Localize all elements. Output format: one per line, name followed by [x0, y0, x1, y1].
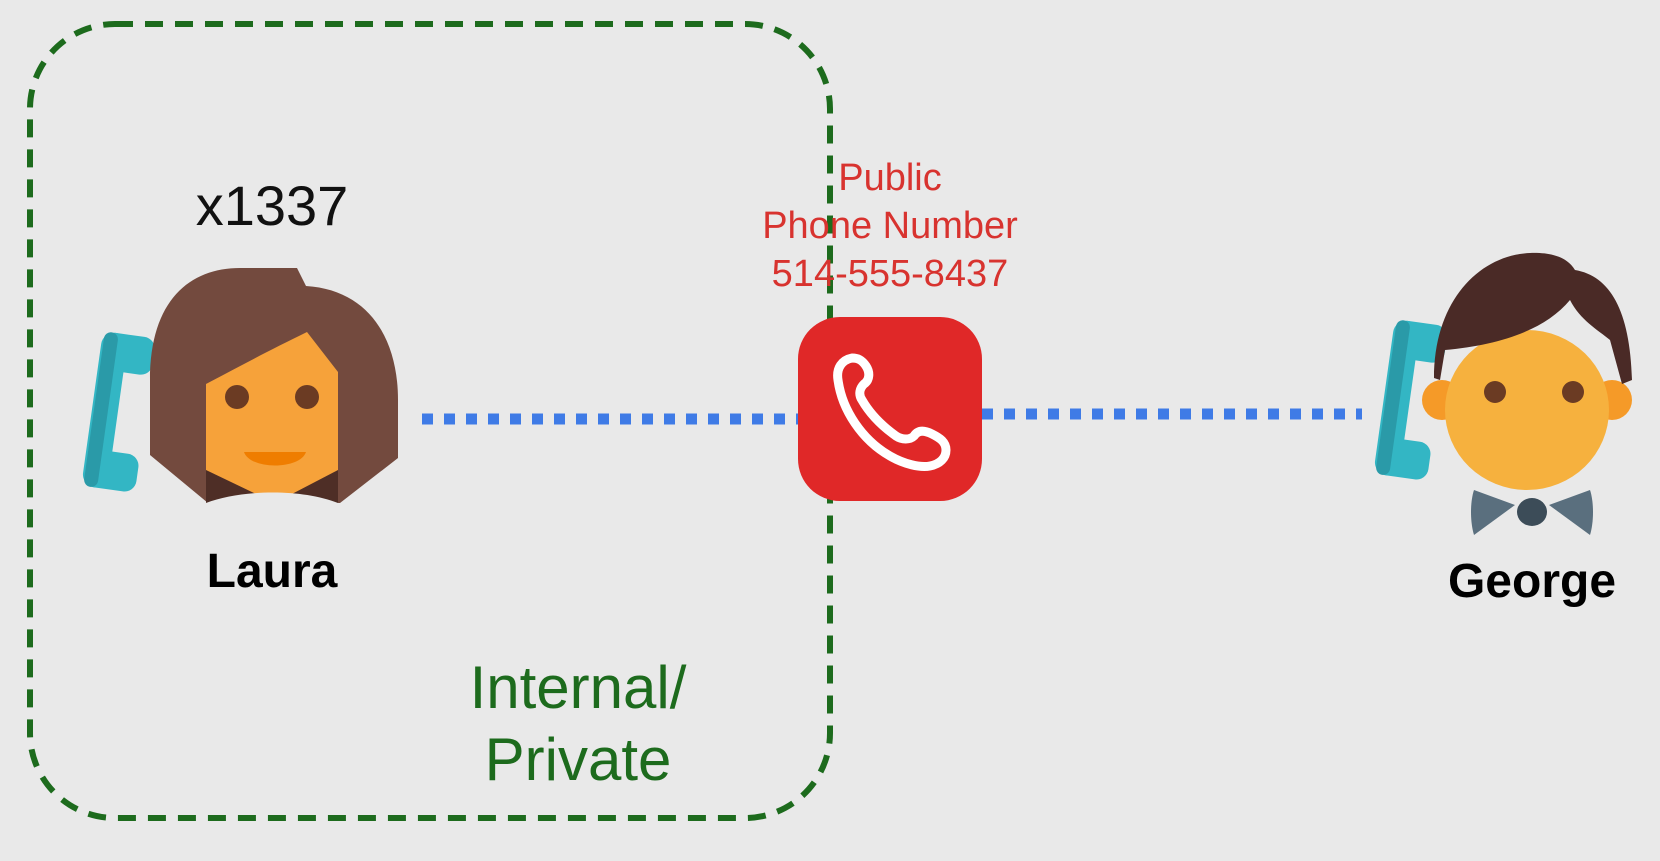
- public-number-line1: Public: [838, 157, 942, 199]
- private-zone-border: [27, 21, 833, 821]
- private-zone-label-line2: Private: [485, 726, 672, 793]
- public-number-value: 514-555-8437: [772, 253, 1009, 295]
- woman-avatar-icon: [150, 268, 398, 503]
- man-bowtie-avatar-icon: [1422, 252, 1632, 535]
- george-handset-icon: [1374, 320, 1447, 480]
- george-name: George: [1448, 555, 1616, 608]
- laura-extension: x1337: [196, 174, 349, 237]
- private-zone-label-line1: Internal/: [470, 654, 687, 721]
- laura-handset-icon: [82, 332, 155, 492]
- public-number-line2: Phone Number: [762, 205, 1018, 247]
- laura-name: Laura: [207, 545, 338, 598]
- phone-icon: [798, 317, 982, 501]
